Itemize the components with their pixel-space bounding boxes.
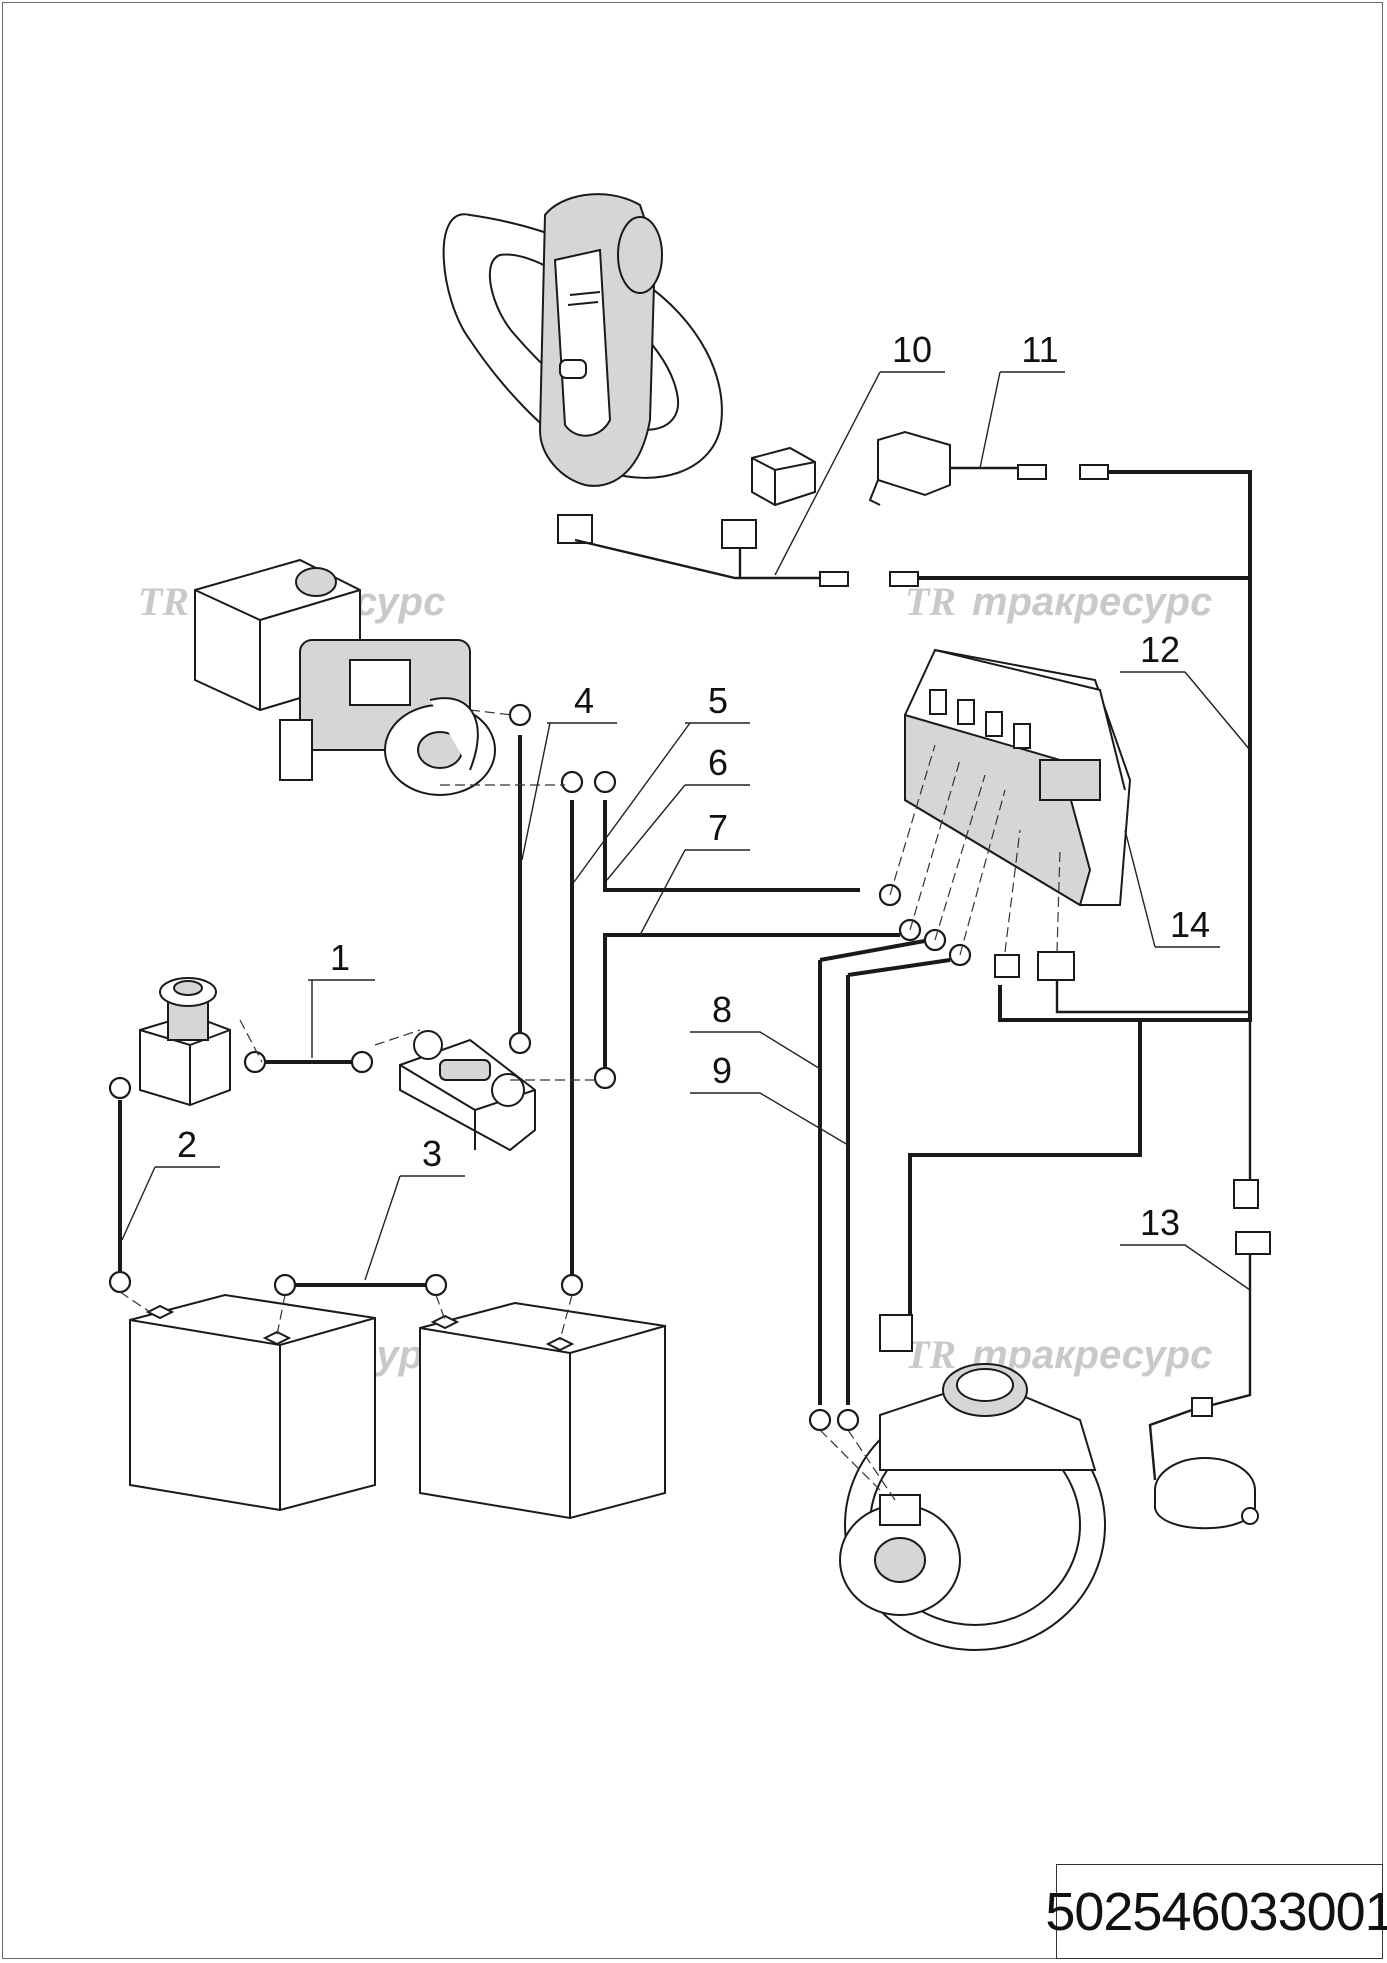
callout-9: 9: [712, 1050, 732, 1091]
tiller-handle-drawing: [442, 193, 723, 487]
fuse-holder-drawing: [399, 1030, 536, 1152]
callout-1: 1: [330, 937, 350, 978]
ring-terminals: [108, 703, 972, 1432]
leader-lines: [121, 371, 1251, 1291]
pump-motor-drawing: [194, 558, 496, 796]
callout-10: 10: [892, 329, 932, 370]
battery-left-drawing: [129, 1293, 376, 1512]
callout-13: 13: [1140, 1202, 1180, 1243]
callout-6: 6: [708, 742, 728, 783]
document-number-box: 502546033001: [1045, 1864, 1387, 1959]
sensor-block-10-drawing: [751, 446, 816, 507]
callout-7: 7: [708, 807, 728, 848]
callout-3: 3: [422, 1133, 442, 1174]
callout-2: 2: [177, 1124, 197, 1165]
dashed-connections: [119, 709, 1061, 1501]
callout-4: 4: [574, 680, 594, 721]
callout-labels: 1 2 3 4 5 6 7 8 9 10 11 12 13 14: [177, 329, 1210, 1243]
connectors: [557, 464, 1271, 1417]
watermark-2: TR тракресурс: [905, 579, 1212, 624]
callout-12: 12: [1140, 629, 1180, 670]
battery-right-drawing: [419, 1301, 666, 1520]
drive-motor-drawing: [839, 1363, 1106, 1651]
document-number: 502546033001: [1045, 1881, 1387, 1942]
micro-switch-11-drawing: [868, 430, 951, 506]
horn-drawing: [1154, 1457, 1259, 1530]
svg-text:тракресурс: тракресурс: [972, 580, 1212, 624]
callout-14: 14: [1170, 904, 1210, 945]
wires: [118, 466, 1252, 1481]
watermark-4: TR тракресурс: [905, 1332, 1212, 1377]
emergency-switch-drawing: [139, 977, 231, 1107]
callout-8: 8: [712, 989, 732, 1030]
svg-text:TR: TR: [138, 579, 189, 624]
callout-5: 5: [708, 680, 728, 721]
controller-drawing: [904, 648, 1132, 907]
callout-11: 11: [1021, 329, 1058, 370]
svg-text:TR: TR: [905, 1332, 956, 1377]
